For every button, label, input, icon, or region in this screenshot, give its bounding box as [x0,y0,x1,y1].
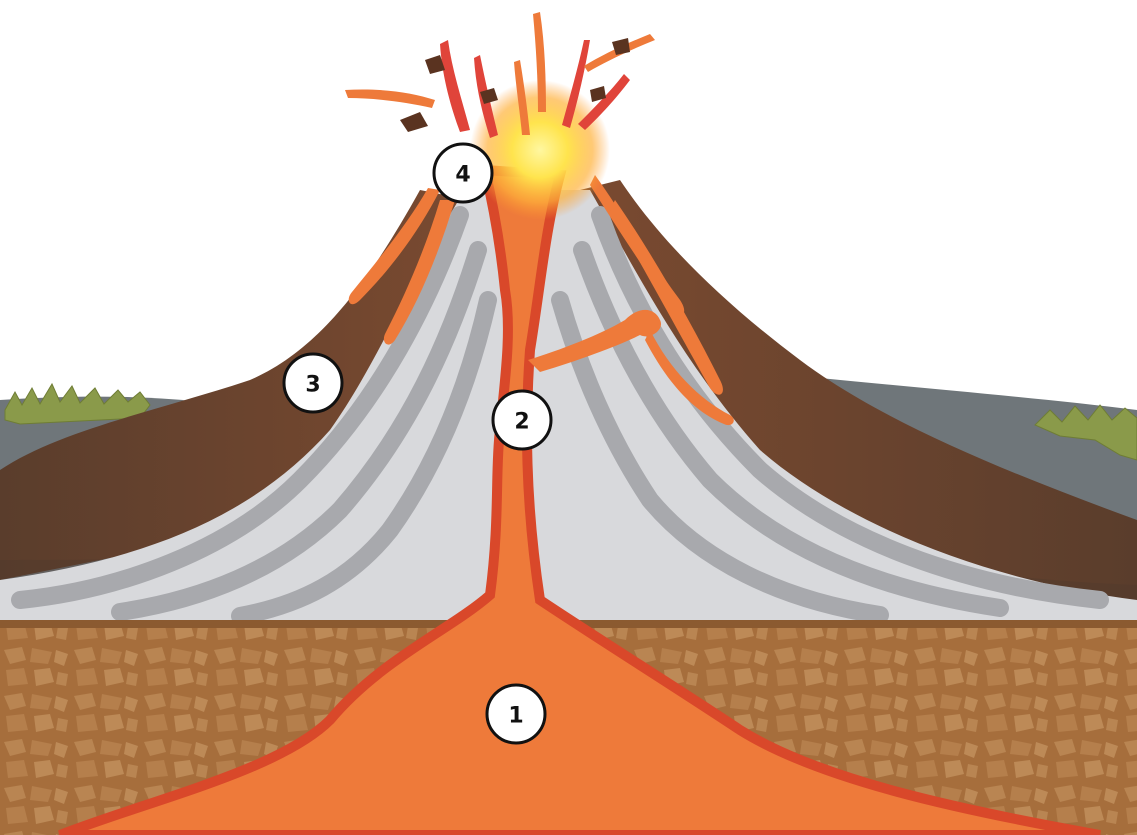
marker-label-2: 2 [514,410,529,435]
marker-main-vent: 2 [493,391,551,449]
marker-magma-chamber: 1 [487,685,545,743]
marker-label-3: 3 [305,373,320,398]
marker-label-4: 4 [455,163,470,188]
marker-label-1: 1 [508,704,523,729]
marker-crater: 4 [434,144,492,202]
marker-lava-flow: 3 [284,354,342,412]
